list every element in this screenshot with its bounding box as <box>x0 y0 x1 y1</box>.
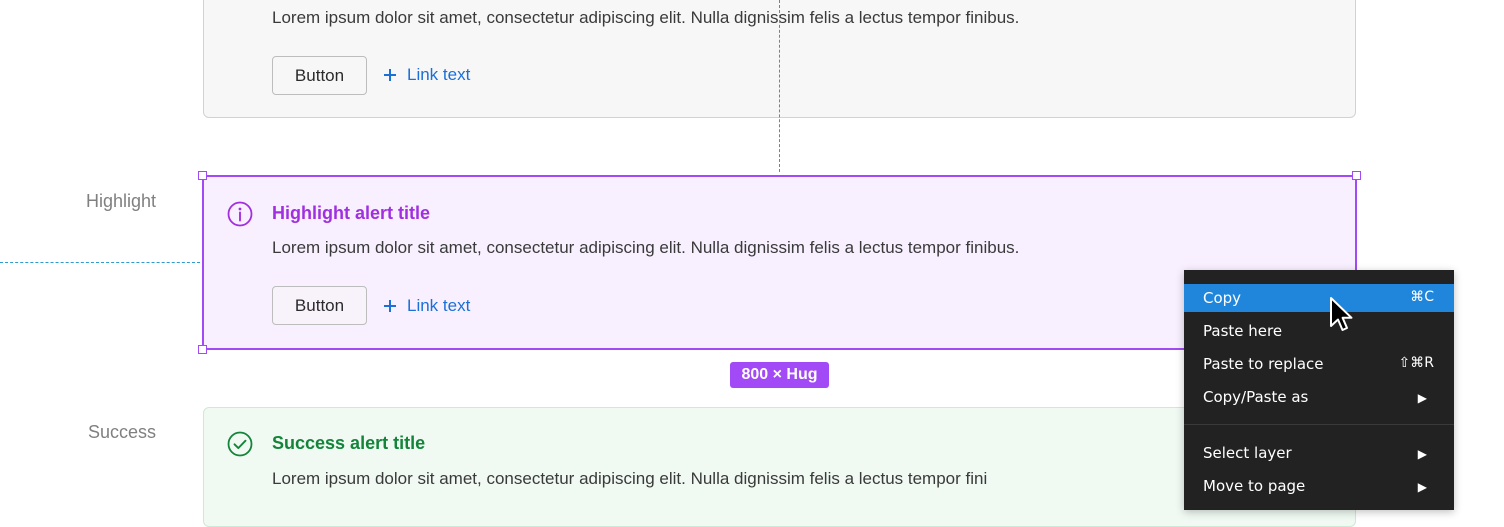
menu-item-paste-to-replace[interactable]: Paste to replace ⇧⌘R <box>1184 350 1454 378</box>
success-alert-body: Lorem ipsum dolor sit amet, consectetur … <box>272 469 988 488</box>
menu-item-label: Move to page <box>1203 477 1306 495</box>
resize-handle-top-right[interactable] <box>1352 171 1361 180</box>
size-badge: 800 × Hug <box>730 362 829 388</box>
highlight-alert-button[interactable]: Button <box>272 286 367 325</box>
info-icon <box>227 201 253 227</box>
success-row-label: Success <box>87 422 156 442</box>
menu-item-label: Copy <box>1203 289 1242 307</box>
resize-handle-bottom-left[interactable] <box>198 345 207 354</box>
highlight-row-label: Highlight <box>85 191 156 211</box>
highlight-alert-title: Highlight alert title <box>272 203 431 223</box>
plus-icon <box>384 300 396 312</box>
menu-separator <box>1184 424 1454 425</box>
context-menu: Copy ⌘C Paste here Paste to replace ⇧⌘R … <box>1184 270 1454 510</box>
menu-item-select-layer[interactable]: Select layer ▶ <box>1184 439 1454 467</box>
resize-handle-top-left[interactable] <box>198 171 207 180</box>
highlight-alert-card[interactable] <box>203 176 1357 350</box>
plus-icon <box>384 69 396 81</box>
highlight-alert-body: Lorem ipsum dolor sit amet, consectetur … <box>272 238 1020 257</box>
menu-item-shortcut: ⇧⌘R <box>1398 355 1434 371</box>
mouse-pointer-icon <box>1330 297 1353 331</box>
menu-item-move-to-page[interactable]: Move to page ▶ <box>1184 472 1454 500</box>
menu-item-label: Paste to replace <box>1203 355 1324 373</box>
default-alert-body: Lorem ipsum dolor sit amet, consectetur … <box>272 8 1020 27</box>
menu-item-paste-here[interactable]: Paste here <box>1184 317 1454 345</box>
default-alert-link[interactable]: Link text <box>383 65 470 85</box>
menu-item-shortcut: ⌘C <box>1410 289 1434 305</box>
submenu-arrow-icon: ▶ <box>1417 391 1427 405</box>
vertical-guide-line <box>779 0 780 172</box>
submenu-arrow-icon: ▶ <box>1417 447 1427 461</box>
menu-item-label: Select layer <box>1203 444 1292 462</box>
success-alert-title: Success alert title <box>272 433 426 453</box>
default-alert-link-label: Link text <box>407 65 471 84</box>
menu-item-label: Paste here <box>1203 322 1283 340</box>
menu-item-copy[interactable]: Copy ⌘C <box>1184 284 1454 312</box>
menu-item-label: Copy/Paste as <box>1203 388 1309 406</box>
submenu-arrow-icon: ▶ <box>1417 480 1427 494</box>
check-circle-icon <box>227 431 253 457</box>
horizontal-guide-line <box>0 262 200 263</box>
highlight-alert-link[interactable]: Link text <box>383 296 470 316</box>
menu-item-copy-paste-as[interactable]: Copy/Paste as ▶ <box>1184 383 1454 411</box>
highlight-alert-link-label: Link text <box>407 296 471 315</box>
default-alert-button[interactable]: Button <box>272 56 367 95</box>
